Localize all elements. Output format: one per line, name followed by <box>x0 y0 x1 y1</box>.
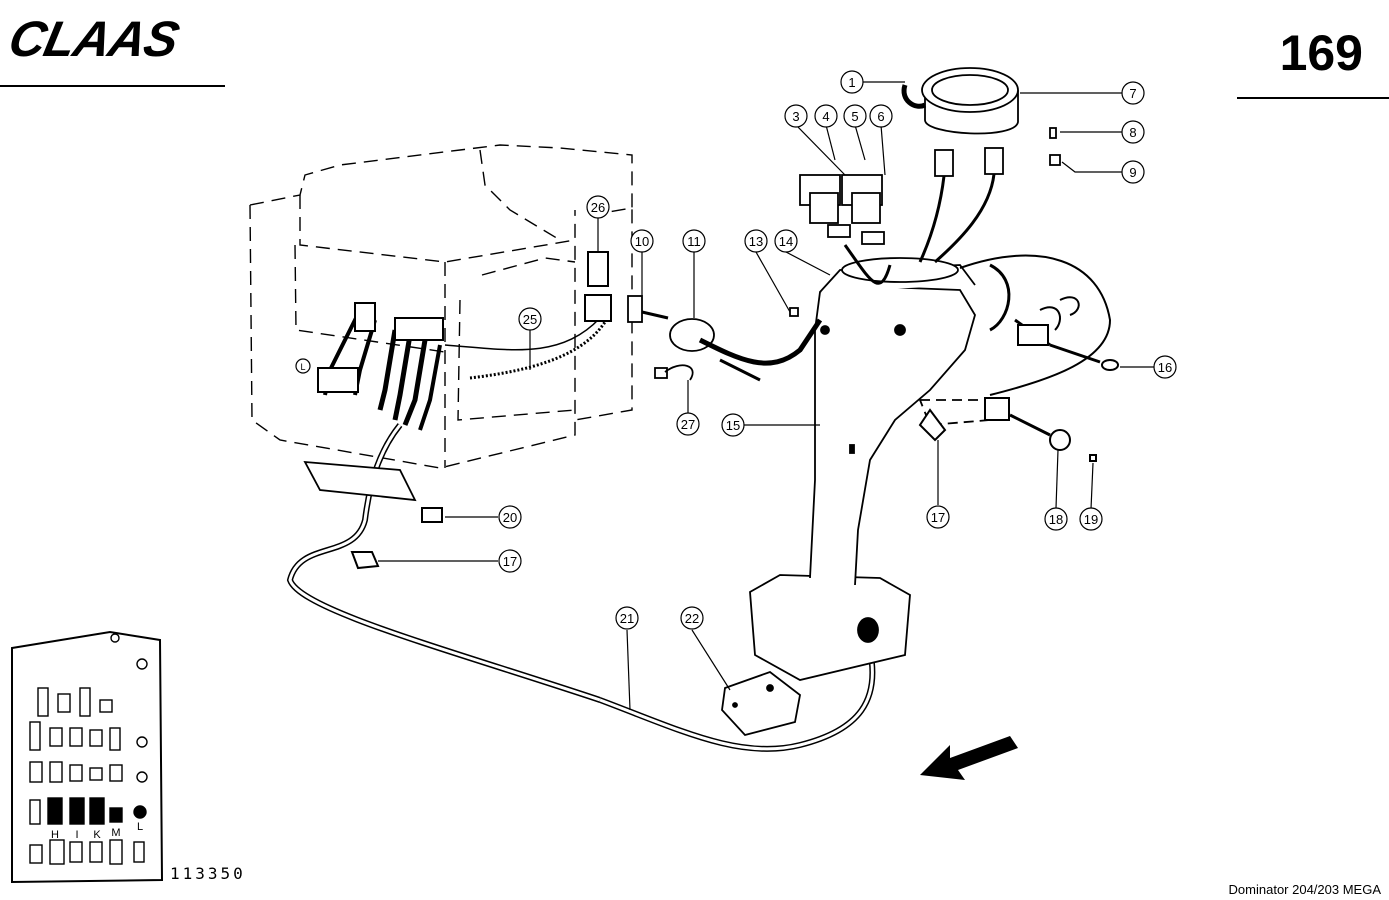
fuse-row-1 <box>37 687 113 717</box>
callouts: 1 3 4 5 6 7 8 9 10 11 13 14 15 16 17 17 … <box>295 70 1177 630</box>
svg-text:26: 26 <box>591 200 605 215</box>
callout-8: 8 <box>1121 120 1145 144</box>
svg-text:14: 14 <box>779 234 793 249</box>
callout-1: 1 <box>840 70 864 94</box>
page-number: 169 <box>1279 25 1363 81</box>
drawing-number: 113350 <box>170 864 246 883</box>
callout-13: 13 <box>744 229 768 253</box>
callout-9: 9 <box>1121 160 1145 184</box>
callout-21: 21 <box>615 606 639 630</box>
svg-text:L: L <box>300 362 305 372</box>
svg-text:21: 21 <box>620 611 634 626</box>
callout-18: 18 <box>1044 507 1068 531</box>
cab-wiring <box>286 251 876 752</box>
svg-text:L: L <box>137 821 143 833</box>
callout-15: 15 <box>721 413 745 437</box>
svg-text:16: 16 <box>1158 360 1172 375</box>
switch-group <box>799 127 1061 285</box>
svg-text:10: 10 <box>635 234 649 249</box>
gauge-7 <box>901 67 1019 135</box>
callout-16: 16 <box>1153 355 1177 379</box>
callout-22: 22 <box>680 606 704 630</box>
svg-text:1: 1 <box>848 75 855 90</box>
fuse-panel-inset: H I K M L <box>11 630 164 884</box>
svg-text:5: 5 <box>851 109 858 124</box>
callout-5: 5 <box>843 104 867 128</box>
callout-4: 4 <box>814 104 838 128</box>
svg-text:8: 8 <box>1129 125 1136 140</box>
callout-6: 6 <box>869 104 893 128</box>
svg-text:11: 11 <box>687 234 701 249</box>
svg-text:9: 9 <box>1129 165 1136 180</box>
svg-text:K: K <box>93 829 101 841</box>
svg-text:3: 3 <box>792 109 799 124</box>
svg-text:27: 27 <box>681 417 695 432</box>
callout-7: 7 <box>1121 81 1145 105</box>
svg-text:17: 17 <box>931 510 945 525</box>
svg-text:15: 15 <box>726 418 740 433</box>
fuse-row-3 <box>29 761 123 783</box>
callout-20: 20 <box>498 505 522 529</box>
svg-text:25: 25 <box>523 312 537 327</box>
cab-outline <box>249 144 633 469</box>
svg-text:6: 6 <box>877 109 884 124</box>
leader-lines <box>378 81 1154 711</box>
callout-19: 19 <box>1079 507 1103 531</box>
callout-17-right: 17 <box>926 505 950 529</box>
callout-14: 14 <box>774 229 798 253</box>
junction-block-22 <box>721 670 801 737</box>
callout-26: 26 <box>586 195 610 219</box>
svg-text:7: 7 <box>1129 86 1136 101</box>
callout-3: 3 <box>784 104 808 128</box>
callout-25: 25 <box>518 307 542 331</box>
svg-text:22: 22 <box>685 611 699 626</box>
svg-text:19: 19 <box>1084 512 1098 527</box>
svg-text:20: 20 <box>503 510 517 525</box>
svg-text:I: I <box>75 829 78 841</box>
model-label: Dominator 204/203 MEGA <box>1228 882 1381 897</box>
svg-text:13: 13 <box>749 234 763 249</box>
direction-arrow <box>920 736 1018 780</box>
marker-L: L <box>295 358 311 374</box>
svg-text:M: M <box>111 827 120 839</box>
svg-text:4: 4 <box>822 109 829 124</box>
fuse-labels: H I K M L <box>51 821 143 841</box>
svg-text:H: H <box>51 829 59 841</box>
ignition-parts <box>627 295 823 382</box>
callout-11: 11 <box>682 229 706 253</box>
callout-17-left: 17 <box>498 549 522 573</box>
callout-10: 10 <box>630 229 654 253</box>
fuse-row-4 <box>29 797 147 825</box>
svg-text:17: 17 <box>503 554 517 569</box>
console-column <box>749 257 997 681</box>
callout-27: 27 <box>676 412 700 436</box>
fuse-row-2 <box>29 721 121 751</box>
right-side-wiring <box>918 254 1119 462</box>
svg-text:18: 18 <box>1049 512 1063 527</box>
fuse-row-5 <box>29 839 145 865</box>
